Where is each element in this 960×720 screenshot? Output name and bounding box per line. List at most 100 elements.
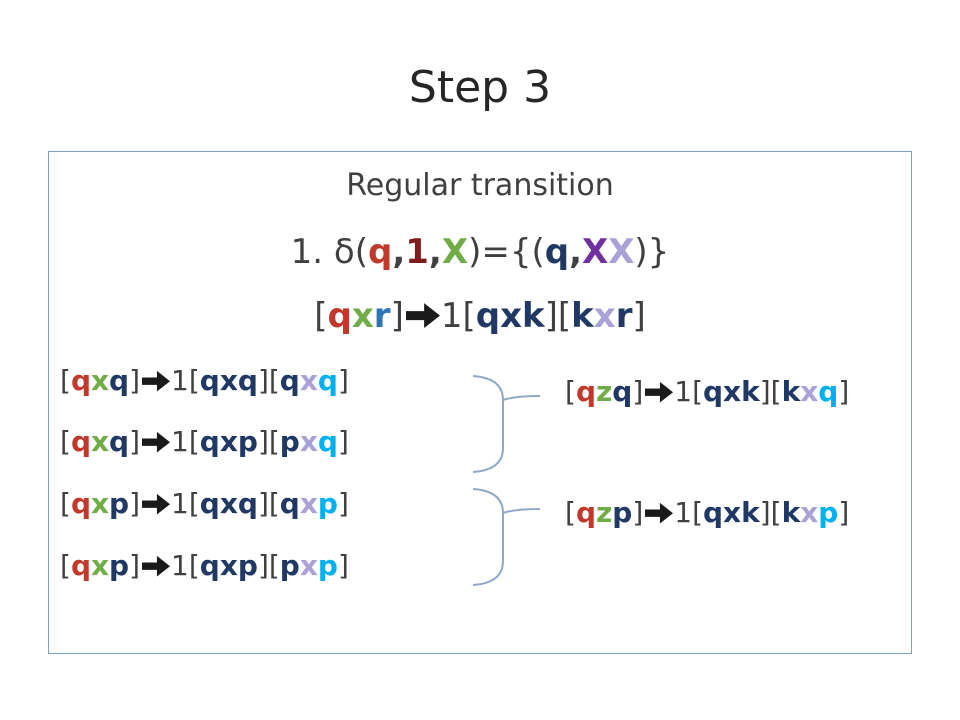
text-segment: 1[ [171,364,200,397]
text-segment: z [595,375,613,408]
text-segment: qxk [703,496,760,529]
text-segment: q [70,487,91,520]
text-segment: [ [314,296,328,336]
text-segment: ] [129,487,141,520]
text-segment: ] [632,375,644,408]
text-segment: 1[ [674,496,704,529]
text-segment: z [595,496,613,529]
text-segment: ] [838,496,850,529]
text-segment: , [428,232,442,272]
text-segment: ] [337,487,349,520]
text-segment: q [70,549,91,582]
text-segment: q [367,232,393,272]
text-segment: p [109,549,130,582]
text-segment: q [279,487,300,520]
text-segment: x [299,425,318,458]
general-production: [qxr]1[qxk][kxr] [48,296,912,336]
text-segment: q [70,425,91,458]
slide-title: Step 3 [408,62,552,113]
text-segment: ] [337,364,349,397]
text-segment: )} [634,232,670,272]
text-segment: ] [838,375,850,408]
text-segment: ] [129,364,141,397]
text-segment: x [90,487,110,520]
text-segment: x [800,496,819,529]
text-segment: k [781,375,801,408]
text-segment: qxq [199,487,258,520]
text-segment: ] [129,549,141,582]
text-segment: x [299,487,318,520]
text-segment: qxk [475,296,545,336]
text-segment: k [781,496,801,529]
text-segment: p [317,487,338,520]
text-segment: x [593,296,616,336]
text-segment: p [612,496,633,529]
text-segment: q [109,425,130,458]
text-segment: 1 [405,232,429,272]
left-production-3: [qxp]1[qxq][qxp] [60,487,349,520]
text-segment: X [608,232,635,272]
text-segment: X [441,232,469,272]
text-segment: x [90,425,110,458]
text-segment: p [279,425,300,458]
text-segment: q [575,375,596,408]
text-segment: q [818,375,839,408]
right-arrow-icon [142,370,171,392]
text-segment: q [109,364,130,397]
text-segment: ] [390,296,404,336]
text-segment: 1[ [440,296,476,336]
text-segment: qxp [199,549,258,582]
text-segment: 1. δ( [290,232,368,272]
text-segment: q [70,364,91,397]
text-segment: k [571,296,594,336]
right-arrow-icon [645,381,674,403]
text-segment: x [299,364,318,397]
text-segment: , [569,232,582,272]
text-segment: x [90,549,110,582]
text-segment: x [351,296,374,336]
subtitle: Regular transition [346,168,614,203]
content-box [48,151,912,654]
text-segment: ] [129,425,141,458]
text-segment: q [317,425,338,458]
left-production-4: [qxp]1[qxp][pxp] [60,549,349,582]
text-segment: q [317,364,338,397]
text-segment: qxk [703,375,760,408]
text-segment: q [575,496,596,529]
text-segment: [ [60,487,71,520]
text-segment: ][ [257,364,280,397]
text-segment: 1[ [674,375,704,408]
text-segment: ][ [257,425,280,458]
text-segment: [ [565,375,576,408]
text-segment: q [612,375,633,408]
left-production-1: [qxq]1[qxq][qxq] [60,364,349,397]
text-segment: qxp [199,425,258,458]
text-segment: , [392,232,406,272]
text-segment: p [279,549,300,582]
text-segment: p [818,496,839,529]
bracket-bottom [472,488,541,586]
text-segment: )={( [468,232,545,272]
left-production-2: [qxq]1[qxp][pxq] [60,425,349,458]
text-segment: [ [60,425,71,458]
right-arrow-icon [142,493,171,515]
text-segment: x [90,364,110,397]
text-segment: 1[ [171,487,200,520]
text-segment: x [299,549,318,582]
right-arrow-icon [142,555,171,577]
text-segment: q [544,232,570,272]
right-arrow-icon [405,302,440,328]
text-segment: p [317,549,338,582]
text-segment: 1[ [171,549,200,582]
text-segment: 1[ [171,425,200,458]
text-segment: X [581,232,609,272]
text-segment: ][ [759,375,782,408]
text-segment: q [327,296,352,336]
right-production-1: [qzq]1[qxk][kxq] [565,375,849,408]
text-segment: [ [60,364,71,397]
text-segment: [ [565,496,576,529]
text-segment: ][ [257,487,280,520]
text-segment: ][ [759,496,782,529]
text-segment: ] [337,549,349,582]
